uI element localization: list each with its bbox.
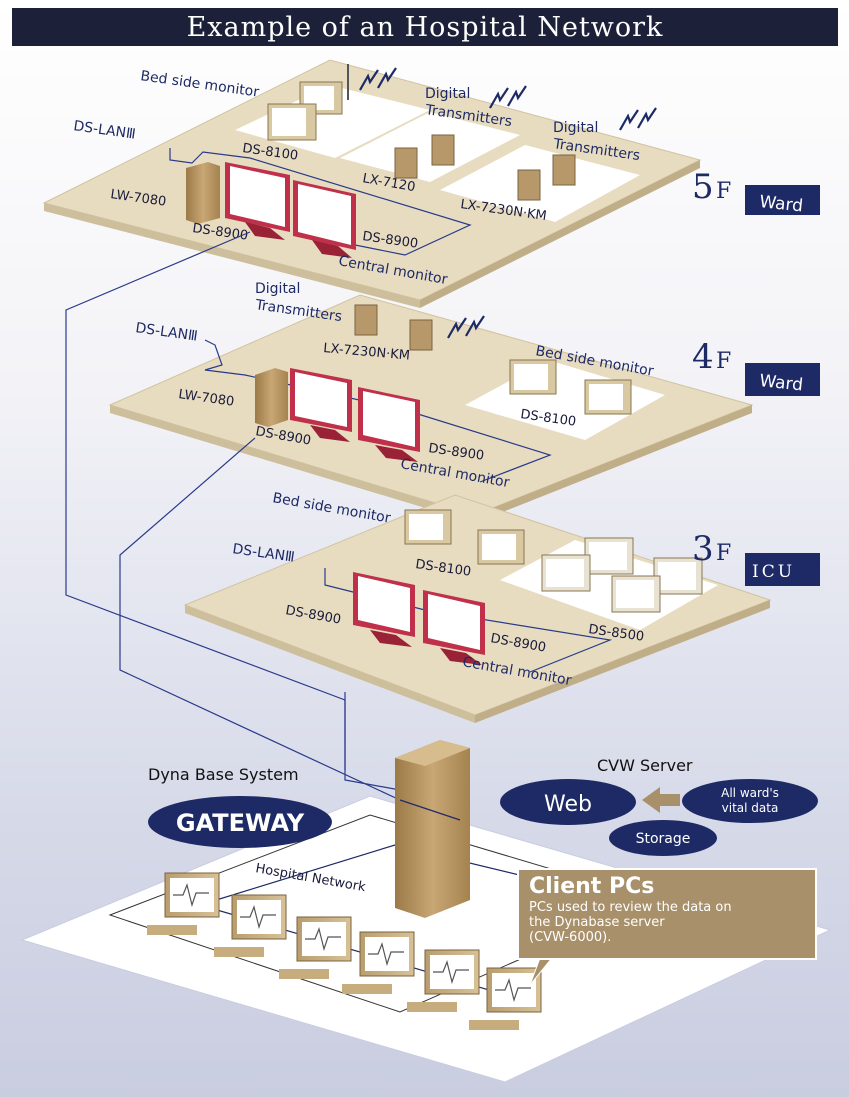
label-dyna-base: Dyna Base System	[148, 765, 299, 784]
badge-3f	[745, 553, 820, 586]
web-badge	[500, 779, 636, 825]
gateway-label: GATEWAY	[176, 809, 305, 837]
wireless-icon	[465, 315, 485, 337]
transmitters-5f	[394, 134, 576, 201]
badge-4f	[745, 363, 820, 396]
client-pc	[469, 967, 542, 1030]
floor-number-5f: 5	[692, 167, 714, 207]
client-pcs-description: PCs used to review the data on the Dynab…	[529, 900, 732, 945]
bedside-monitor-3f	[404, 509, 525, 565]
central-monitor-3f-a	[353, 572, 415, 647]
label-dslan-3f: DS-LANⅢ	[231, 541, 295, 566]
label-digital-5f-a1: Digital	[425, 86, 470, 102]
badge-3f-label: ICU	[752, 562, 795, 582]
floor-unit-5f: F	[716, 179, 731, 204]
label-digital-4f-1: Digital	[255, 281, 300, 297]
wireless-icon	[489, 87, 509, 109]
badge-4f-label: Ward	[758, 371, 803, 395]
vital-data-line1: All ward's	[721, 786, 779, 800]
wireless-icon	[637, 107, 657, 129]
vital-data-line2: vital data	[722, 801, 779, 815]
gateway-server	[395, 740, 470, 918]
wireless-icon	[359, 69, 379, 91]
page-title: Example of an Hospital Network	[12, 8, 838, 46]
floor-unit-3f: F	[716, 541, 731, 566]
client-pc	[407, 949, 480, 1012]
backbone-lines	[65, 231, 401, 801]
client-pcs-callout: Client PCs PCs used to review the data o…	[517, 868, 817, 960]
web-label: Web	[544, 792, 592, 817]
wireless-icon	[447, 317, 467, 339]
bedside-monitor-4f	[509, 359, 632, 415]
floor-3f: Bed side monitor DS-LANⅢ DS-8100 DS-8900…	[183, 490, 820, 723]
label-cvw-server: CVW Server	[597, 756, 693, 775]
central-monitor-4f-b	[358, 387, 420, 462]
client-pcs-title: Client PCs	[529, 874, 655, 899]
label-bedside-3f: Bed side monitor	[271, 490, 392, 527]
label-bedside-5f: Bed side monitor	[139, 68, 260, 101]
wireless-icon	[619, 109, 639, 131]
wireless-icon	[507, 85, 527, 107]
vital-data-badge	[682, 779, 818, 823]
client-pc	[279, 916, 352, 979]
transmitters-4f	[354, 304, 433, 351]
arrow-left-icon	[642, 787, 680, 813]
label-digital-4f-2: Transmitters	[253, 297, 343, 325]
storage-badge	[609, 820, 717, 856]
floor-number-3f: 3	[692, 529, 714, 569]
floor-number-4f: 4	[692, 337, 714, 377]
client-pc	[147, 872, 220, 935]
storage-label: Storage	[636, 831, 691, 847]
ds8500-group	[541, 537, 703, 613]
floor-5f: Bed side monitor Digital Transmitters Di…	[42, 59, 820, 308]
label-dslan-5f: DS-LANⅢ	[72, 118, 136, 143]
floor-4f: Digital Transmitters DS-LANⅢ LX-7230N·KM…	[108, 281, 820, 523]
central-monitor-5f-b	[293, 180, 356, 258]
client-pc	[214, 894, 287, 957]
gateway-badge	[148, 796, 332, 848]
client-pc-row	[147, 872, 542, 1030]
central-monitor-5f-a	[225, 162, 290, 240]
badge-5f-label: Ward	[758, 192, 803, 216]
floor-unit-4f: F	[716, 349, 731, 374]
label-digital-5f-b1: Digital	[553, 120, 598, 136]
badge-5f	[745, 185, 820, 215]
client-pc	[342, 931, 415, 994]
bedside-monitor-5f	[267, 64, 349, 141]
wireless-icon	[377, 67, 397, 89]
central-monitor-3f-b	[423, 590, 485, 665]
label-dslan-4f: DS-LANⅢ	[134, 320, 198, 345]
central-monitor-4f-a	[290, 368, 352, 442]
